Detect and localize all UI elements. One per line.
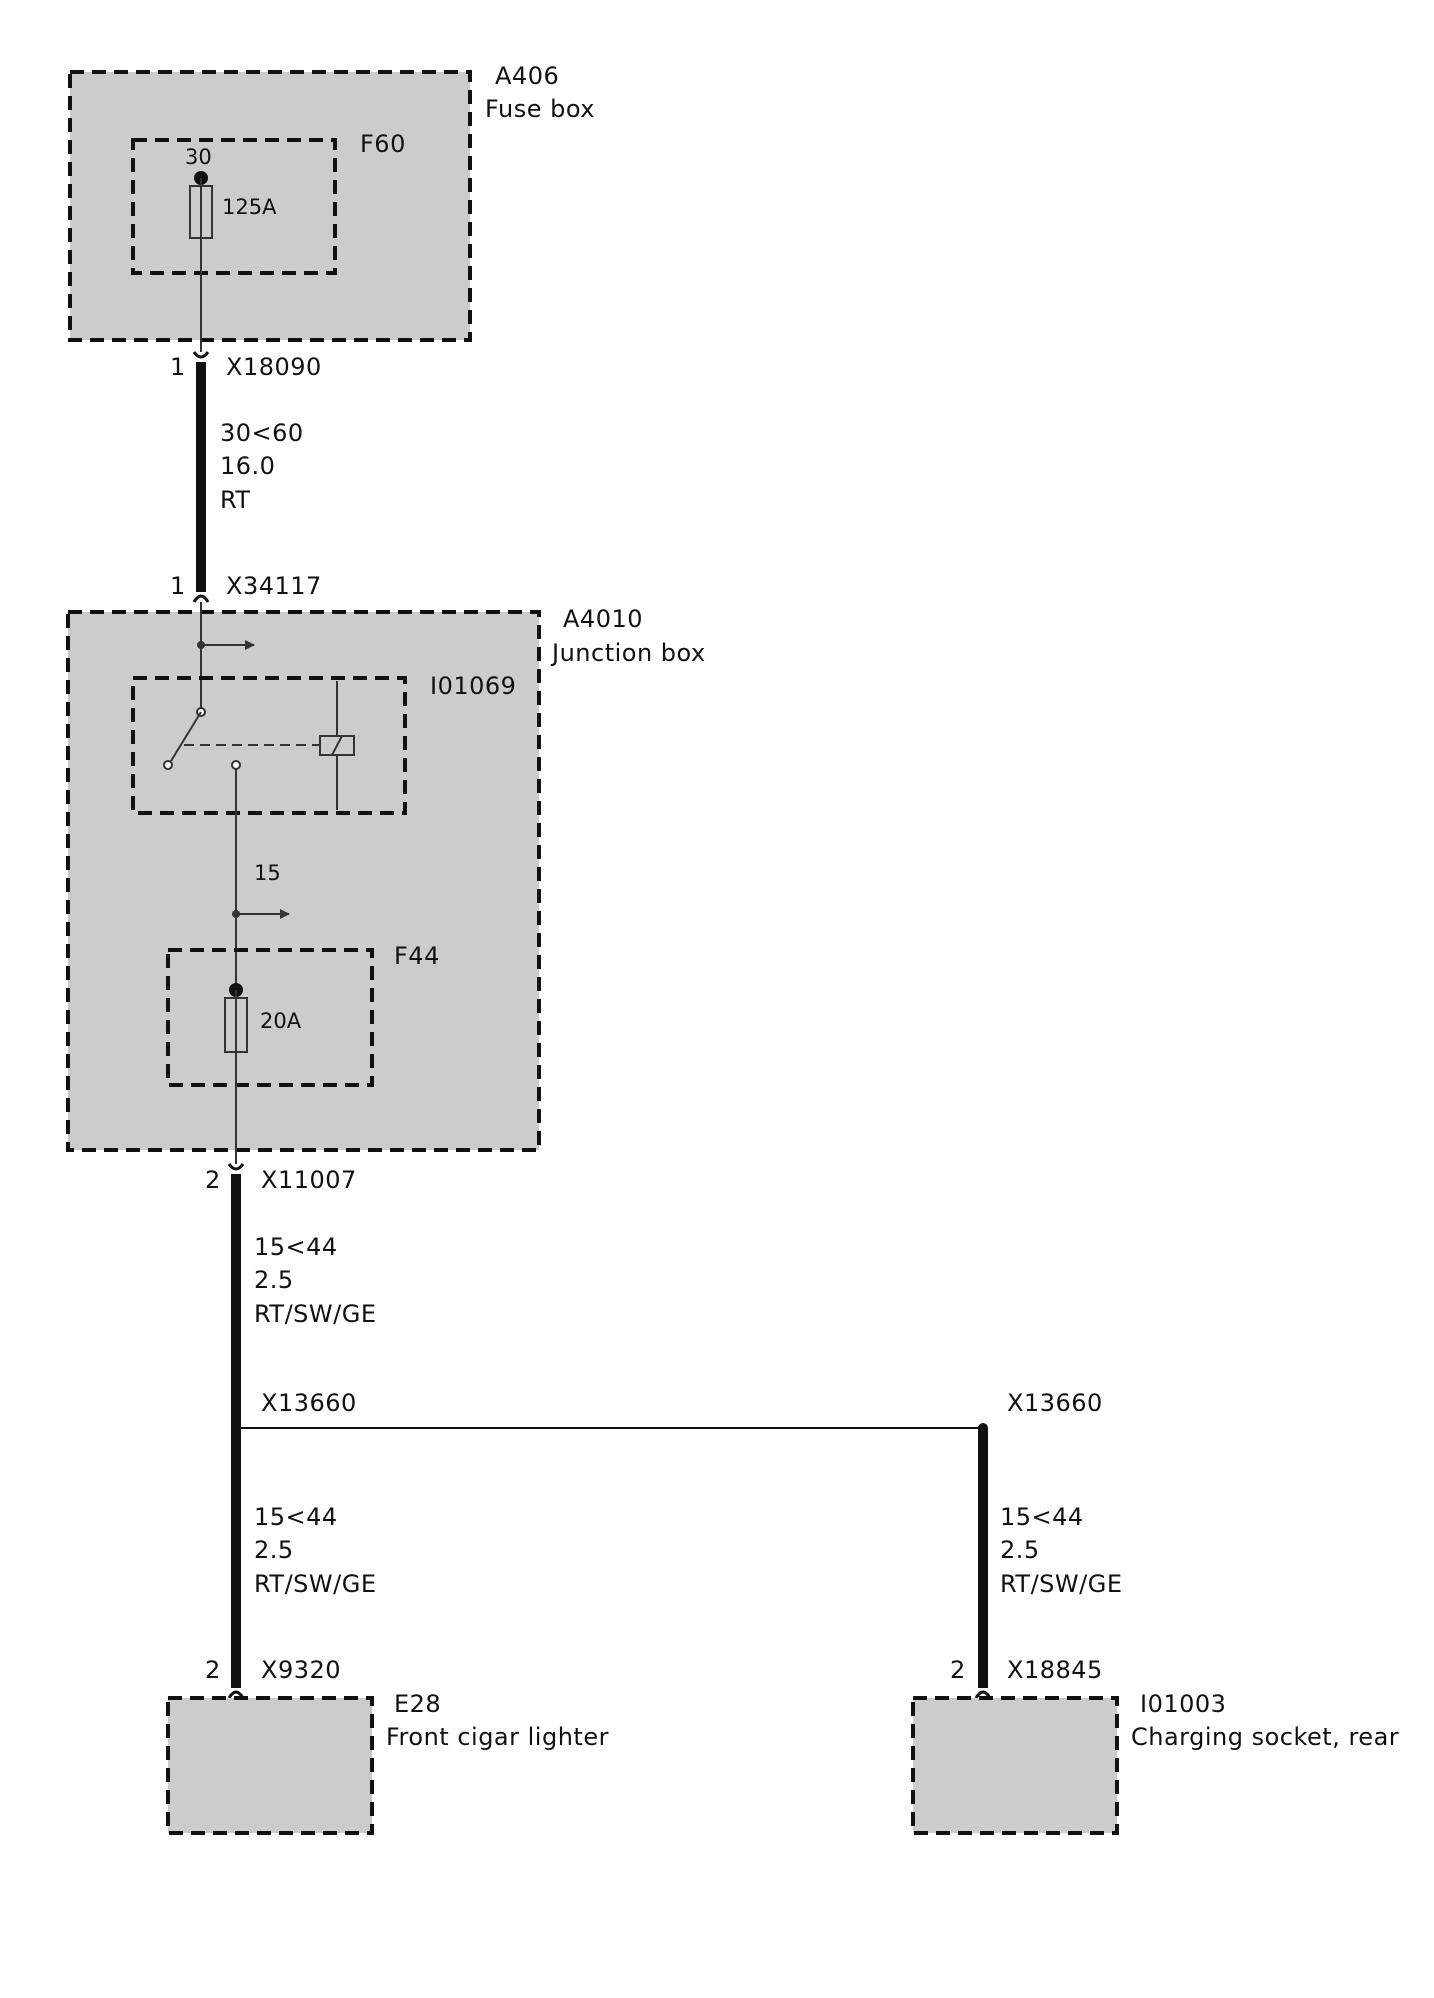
wire-w3-color: RT/SW/GE: [254, 1570, 377, 1598]
connector-x18090: 1 X18090: [170, 351, 322, 381]
fuse-box-id: A406: [495, 62, 559, 90]
wire-w1: 30<60 16.0 RT: [196, 362, 304, 592]
connector-x11007-pin: 2: [205, 1166, 221, 1194]
fuse-f44-outline: [166, 948, 374, 1087]
fuse-f44-id: F44: [394, 942, 440, 970]
fuse-box-name: Fuse box: [485, 95, 595, 123]
connector-x34117: 1 X34117: [170, 572, 322, 603]
wire-w2-color: RT/SW/GE: [254, 1300, 377, 1328]
connector-x18090-pin: 1: [170, 353, 186, 381]
component-i01003-name: Charging socket, rear: [1131, 1723, 1399, 1751]
junction-box-name: Junction box: [550, 639, 706, 667]
splice-x13660: X13660 X13660: [231, 1389, 1103, 1433]
relay-contact-output: [231, 760, 241, 770]
connector-x9320-pin: 2: [205, 1656, 221, 1684]
splice-left-id: X13660: [261, 1389, 357, 1417]
wire-w1-gauge: 16.0: [220, 452, 275, 480]
junction-box-a4010: A4010 Junction box I01069 15 F44: [66, 602, 706, 1164]
wire-w3-circuit: 15<44: [254, 1503, 338, 1531]
connector-x18090-id: X18090: [226, 353, 322, 381]
fuse-f60-rating: 125A: [222, 195, 277, 219]
fuse-box-outline: [68, 70, 472, 342]
connector-x9320-id: X9320: [261, 1656, 341, 1684]
relay-switch-arm: [170, 711, 202, 762]
relay-contact-left: [163, 760, 173, 770]
connector-x34117-symbol: [192, 594, 210, 603]
connector-x18845-pin: 2: [950, 1656, 966, 1684]
wire-w4: 15<44 2.5 RT/SW/GE: [978, 1428, 1123, 1688]
fuse-f44-rating: 20A: [260, 1009, 302, 1033]
wire-w4-gauge: 2.5: [1000, 1536, 1040, 1564]
wire-w3-gauge: 2.5: [254, 1536, 294, 1564]
connector-x18845-id: X18845: [1007, 1656, 1103, 1684]
component-i01003: I01003 Charging socket, rear: [911, 1690, 1399, 1835]
connector-x34117-id: X34117: [226, 572, 322, 600]
connector-x11007: 2 X11007: [205, 1163, 357, 1194]
connector-x34117-pin: 1: [170, 572, 186, 600]
connector-x18090-symbol: [192, 351, 210, 359]
junction-box-outline: [66, 610, 541, 1152]
component-e28-outline: [166, 1696, 374, 1835]
relay-id: I01069: [430, 672, 516, 700]
fuse-box-a406: A406 Fuse box F60 30 125A: [68, 62, 595, 352]
wire-w2-circuit: 15<44: [254, 1233, 338, 1261]
connector-x18845: 2 X18845: [950, 1656, 1103, 1699]
component-e28: E28 Front cigar lighter: [166, 1690, 609, 1835]
wire-w2-gauge: 2.5: [254, 1266, 294, 1294]
relay-i01069: I01069: [131, 672, 516, 815]
wire-w3: 15<44 2.5 RT/SW/GE: [231, 1428, 377, 1688]
component-e28-id: E28: [394, 1690, 441, 1718]
wire-w4-circuit: 15<44: [1000, 1503, 1084, 1531]
component-i01003-outline: [911, 1696, 1119, 1835]
relay-outline: [131, 676, 407, 815]
fuse-f60-outline: [131, 138, 337, 275]
component-e28-name: Front cigar lighter: [386, 1723, 609, 1751]
splice-right-id: X13660: [1007, 1389, 1103, 1417]
fuse-f44: F44 20A: [166, 942, 440, 1164]
relay-coil-mark: [331, 735, 343, 756]
fuse-f60: F60 30 125A: [131, 130, 406, 352]
connector-x9320: 2 X9320: [205, 1656, 341, 1699]
fuse-f60-terminal: 30: [185, 145, 212, 169]
terminal-15-label: 15: [254, 861, 281, 885]
fuse-f60-id: F60: [360, 130, 406, 158]
wire-w1-circuit: 30<60: [220, 419, 304, 447]
component-i01003-id: I01003: [1140, 1690, 1226, 1718]
connector-x11007-id: X11007: [261, 1166, 357, 1194]
wire-w1-color: RT: [220, 486, 251, 514]
junction-box-id: A4010: [563, 605, 643, 633]
connector-x11007-symbol: [227, 1163, 245, 1171]
wire-w2: 15<44 2.5 RT/SW/GE: [231, 1174, 377, 1428]
wire-w4-color: RT/SW/GE: [1000, 1570, 1123, 1598]
